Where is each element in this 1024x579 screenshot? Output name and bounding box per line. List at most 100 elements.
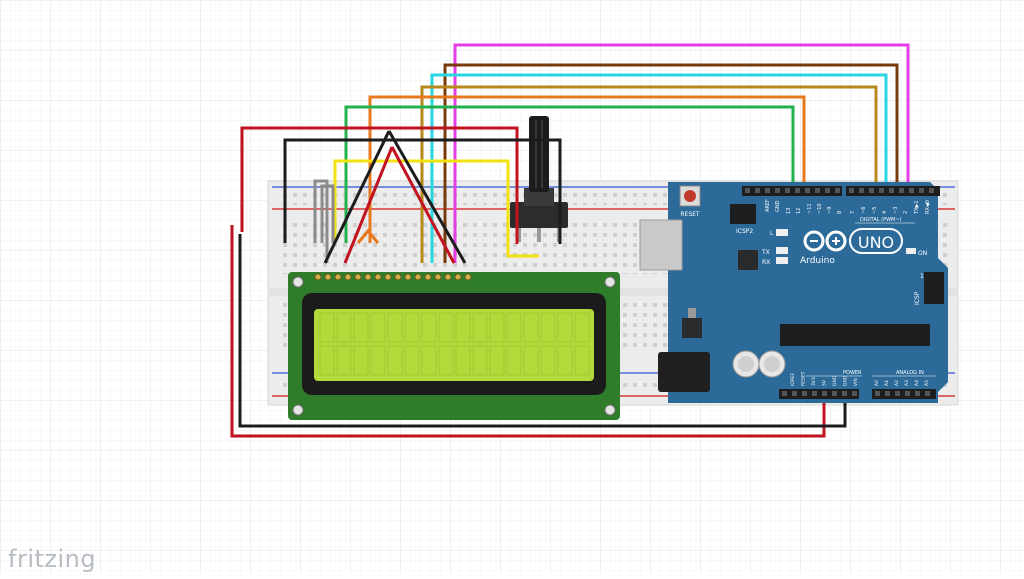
lcd-pin <box>444 273 452 281</box>
uno-model-label: UNO <box>858 233 894 252</box>
lcd-char-cell <box>421 312 437 343</box>
analog-pin-label: A1 <box>884 380 890 386</box>
lcd-char-cell <box>353 345 369 376</box>
digital-pin-label: ~10 <box>817 203 823 214</box>
wire-red-x1[interactable] <box>343 146 394 264</box>
wire-cyan[interactable] <box>430 73 888 263</box>
icsp-one-label: 1 <box>920 273 924 280</box>
lcd-char-cell <box>387 312 403 343</box>
lcd-char-cell <box>540 345 556 376</box>
lcd-char-cell <box>404 345 420 376</box>
digital-pin-label: ~6 <box>861 207 867 214</box>
icsp2-label: ICSP2 <box>736 228 753 235</box>
digital-pin-label: 8 <box>837 211 843 214</box>
tx-pin-label: TX▶1 <box>914 200 920 215</box>
analog-pin-label: A4 <box>914 380 920 386</box>
analog-pin-label: A5 <box>924 380 930 386</box>
lcd-char-cell <box>353 312 369 343</box>
lcd-char-cell <box>506 345 522 376</box>
lcd-16x2-display <box>288 272 620 420</box>
analog-pin-label: A2 <box>894 380 900 386</box>
lcd-char-cell <box>574 312 590 343</box>
power-pin-label: GND <box>843 375 849 386</box>
power-label: POWER <box>843 370 862 376</box>
lcd-char-cell <box>404 312 420 343</box>
lcd-char-cell <box>421 345 437 376</box>
power-pin-label: 5V <box>822 379 828 386</box>
wire-red-5v[interactable] <box>230 225 826 438</box>
lcd-char-cell <box>319 312 335 343</box>
power-pin-label: VIN <box>853 378 859 386</box>
lcd-char-cell <box>387 345 403 376</box>
aref-label: AREF <box>765 199 771 212</box>
lcd-char-cell <box>336 312 352 343</box>
digital-pin-label: 2 <box>903 211 909 214</box>
digital-pin-label: 13 <box>786 208 792 214</box>
digital-label: DIGITAL (PWM~) <box>860 217 902 223</box>
lcd-pin <box>414 273 422 281</box>
rx-pin-label: RX◀0 <box>925 200 931 214</box>
icsp-label: ICSP <box>914 291 921 305</box>
lcd-pin <box>464 273 472 281</box>
lcd-pin <box>354 273 362 281</box>
wire-goldenrod[interactable] <box>420 85 878 263</box>
power-pin-label: 3V3 <box>811 377 817 386</box>
lcd-pin <box>374 273 382 281</box>
fritzing-watermark: fritzing <box>8 545 97 573</box>
wire-yellow[interactable] <box>333 159 539 258</box>
lcd-char-cell <box>319 345 335 376</box>
wire-gray-1[interactable] <box>313 179 329 263</box>
lcd-char-cell <box>472 345 488 376</box>
lcd-pin <box>454 273 462 281</box>
wire-gray-2[interactable] <box>320 184 335 243</box>
lcd-pin <box>384 273 392 281</box>
lcd-char-cell <box>370 345 386 376</box>
gnd-label: GND <box>775 200 781 212</box>
l-led-label: L <box>770 230 774 237</box>
lcd-char-cell <box>455 312 471 343</box>
wire-black-top[interactable] <box>283 138 562 244</box>
digital-pin-label: ~9 <box>827 207 833 214</box>
lcd-pin <box>314 273 322 281</box>
lcd-char-cell <box>438 345 454 376</box>
power-pin-label: RESET <box>801 371 807 386</box>
arduino-logo <box>803 230 847 252</box>
wire-black-x1[interactable] <box>323 130 391 264</box>
lcd-pin <box>334 273 342 281</box>
analog-pin-label: A3 <box>904 380 910 386</box>
digital-pin-label: ~11 <box>807 203 813 214</box>
digital-pin-label: ~5 <box>872 207 878 214</box>
lcd-pin <box>424 273 432 281</box>
wire-black-gnd[interactable] <box>238 234 847 428</box>
wire-red-x2[interactable] <box>390 146 456 264</box>
lcd-pin <box>364 273 372 281</box>
analog-in-label: ANALOG IN <box>896 370 924 376</box>
rx-led-label: RX <box>762 259 770 266</box>
lcd-pin <box>404 273 412 281</box>
wire-brown[interactable] <box>443 63 899 263</box>
lcd-pin <box>394 273 402 281</box>
lcd-char-cell <box>370 312 386 343</box>
wire-orange-2[interactable] <box>356 228 380 244</box>
lcd-char-cell <box>506 312 522 343</box>
lcd-screen <box>314 309 594 381</box>
lcd-char-cell <box>438 312 454 343</box>
lcd-char-cell <box>557 345 573 376</box>
lcd-char-cell <box>557 312 573 343</box>
wire-magenta[interactable] <box>453 43 910 263</box>
wire-red-top[interactable] <box>240 126 519 244</box>
power-pin-label: GND <box>832 375 838 386</box>
lcd-char-cell <box>489 312 505 343</box>
lcd-char-cell <box>540 312 556 343</box>
wire-black-x2[interactable] <box>387 130 467 264</box>
on-led-label: ON <box>918 250 927 257</box>
lcd-char-cell <box>523 345 539 376</box>
arduino-brand-label: Arduino <box>800 256 835 266</box>
power-pin-label: IOREF <box>790 372 796 386</box>
wire-green-d12[interactable] <box>344 105 795 243</box>
analog-pin-label: A0 <box>874 380 880 386</box>
wires <box>230 43 910 438</box>
